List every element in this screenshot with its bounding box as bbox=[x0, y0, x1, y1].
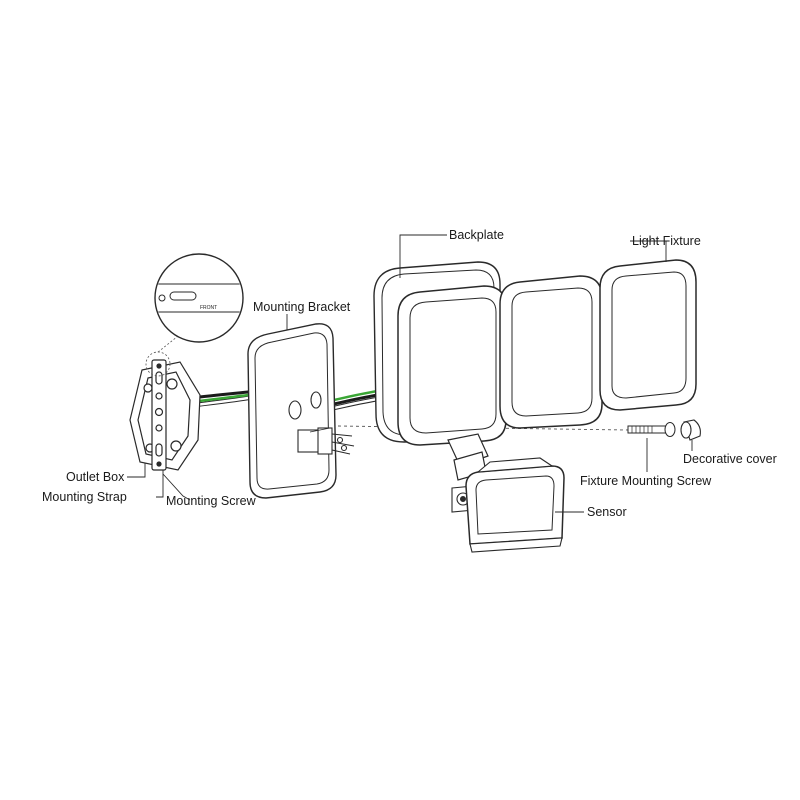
label-mounting-bracket: Mounting Bracket bbox=[253, 300, 351, 314]
label-mounting-screw: Mounting Screw bbox=[166, 494, 256, 508]
label-sensor: Sensor bbox=[587, 505, 627, 519]
front-marking: FRONT bbox=[200, 305, 217, 311]
light-head-2 bbox=[499, 275, 603, 429]
decorative-cover bbox=[680, 419, 701, 441]
label-fixture-mounting-screw: Fixture Mounting Screw bbox=[580, 474, 712, 488]
mounting-strap bbox=[151, 359, 167, 471]
fixture-mounting-screw bbox=[627, 422, 676, 437]
leader-lines bbox=[127, 234, 693, 513]
strap-detail-callout: FRONT bbox=[145, 253, 244, 377]
motion-sensor bbox=[451, 457, 565, 553]
label-mounting-strap: Mounting Strap bbox=[42, 490, 127, 504]
label-backplate: Backplate bbox=[449, 228, 504, 242]
mounting-bracket bbox=[247, 323, 337, 499]
light-head-3 bbox=[599, 259, 697, 411]
label-light-fixture: Light Fixture bbox=[632, 234, 701, 248]
light-head-1 bbox=[397, 285, 507, 446]
label-decorative-cover: Decorative cover bbox=[683, 452, 777, 466]
terminal-block bbox=[297, 427, 355, 455]
label-outlet-box: Outlet Box bbox=[66, 470, 125, 484]
